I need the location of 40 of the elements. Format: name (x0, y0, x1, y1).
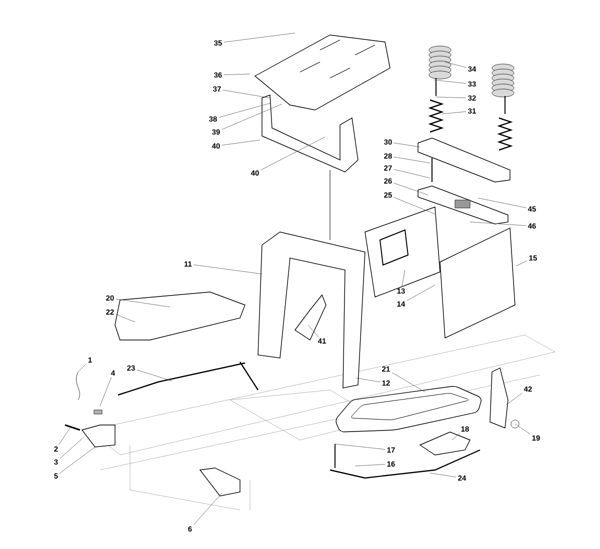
leader-line (218, 102, 272, 118)
leader-line (334, 444, 386, 450)
leader-line (436, 96, 466, 98)
leader-line (394, 182, 428, 196)
leader-line (514, 424, 530, 434)
leader-line (506, 393, 522, 406)
leader-line (394, 197, 436, 214)
leader-line (444, 62, 466, 68)
leader-line (222, 140, 260, 146)
leader-line (452, 433, 460, 440)
leader-line (116, 298, 170, 308)
leader-line (356, 378, 380, 382)
leader-line (406, 284, 436, 301)
leader-line (392, 372, 426, 392)
leader-line (394, 156, 430, 164)
leader-line (478, 198, 526, 208)
leader-line (60, 436, 84, 459)
leader-line (116, 314, 136, 322)
leader-line (193, 264, 262, 274)
leader-line (394, 142, 420, 148)
leader-line (260, 136, 326, 170)
leader-line (58, 428, 70, 445)
leader-line (224, 32, 296, 42)
leader-line (430, 472, 456, 478)
leader-line (136, 370, 172, 382)
leader-line (60, 446, 96, 474)
leader-line (222, 90, 270, 98)
leader-line (78, 364, 86, 372)
leader-line (354, 464, 386, 466)
leader-line (222, 104, 282, 130)
leader-line (308, 324, 318, 337)
leader-line (402, 270, 406, 287)
leader-line (434, 80, 466, 84)
leader-line (224, 74, 250, 76)
leader-line (516, 260, 528, 266)
leader-line (442, 111, 466, 114)
leader-line (394, 169, 430, 178)
leader-line (100, 377, 112, 406)
leader-line (470, 222, 526, 226)
leader-line (194, 492, 222, 525)
